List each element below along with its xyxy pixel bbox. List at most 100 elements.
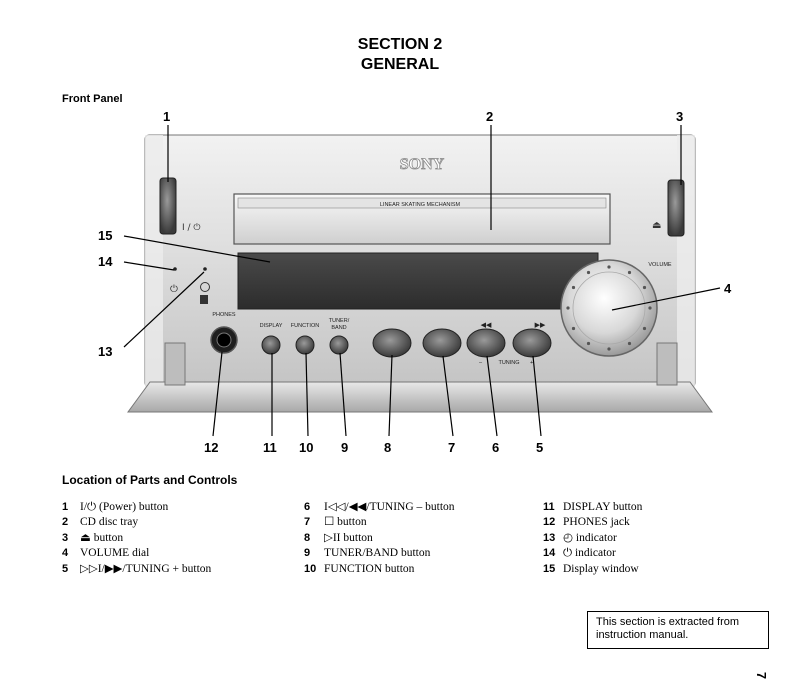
- remote-sensor: [200, 295, 208, 304]
- eject-button[interactable]: [667, 179, 685, 237]
- parts-item-label: I◁◁/◀◀/TUNING – button: [324, 501, 455, 513]
- tuner-band-label-line1: TUNER/: [329, 318, 350, 324]
- callout-4: 4: [724, 281, 732, 296]
- callout-6: 6: [492, 440, 499, 455]
- parts-item-label: ⏏ button: [80, 531, 124, 544]
- timer-indicator-icon: [200, 282, 210, 292]
- callout-13: 13: [98, 344, 112, 359]
- parts-item-label: FUNCTION button: [324, 562, 415, 575]
- callout-12: 12: [204, 440, 218, 455]
- parts-column-1: 1 I/⏻ (Power) button 2 CD disc tray 3 ⏏ but…: [62, 500, 211, 577]
- parts-item-number: 8: [304, 531, 311, 544]
- callout-7: 7: [448, 440, 455, 455]
- parts-item-label: ◴ indicator: [563, 531, 617, 544]
- tuning-plus-label: +: [530, 360, 533, 366]
- eject-label: ⏏: [652, 220, 661, 231]
- callout-1: 1: [163, 109, 170, 124]
- tuner-band-label-line2: BAND: [331, 325, 346, 331]
- parts-item-number: 13: [543, 531, 556, 544]
- function-button-label: FUNCTION: [291, 323, 319, 329]
- timer-indicator-led: [203, 267, 207, 271]
- parts-item: 13 ◴ indicator: [543, 531, 642, 546]
- parts-heading: Location of Parts and Controls: [62, 473, 238, 487]
- parts-item: 3 ⏏ button: [62, 531, 211, 546]
- callout-8: 8: [384, 440, 391, 455]
- parts-item-number: 10: [304, 562, 317, 575]
- parts-item: 2 CD disc tray: [62, 515, 211, 530]
- parts-item-label: ⏻ indicator: [563, 547, 616, 560]
- volume-dial-dot: [648, 306, 652, 310]
- parts-item-number: 1: [62, 501, 69, 513]
- callout-2: 2: [486, 109, 493, 124]
- parts-item: 6 I◁◁/◀◀/TUNING – button: [304, 500, 455, 515]
- parts-column-2: 6 I◁◁/◀◀/TUNING – button 7☐ button 8 ▷II b…: [304, 500, 455, 577]
- tuning-minus-label: –: [479, 360, 483, 366]
- parts-item-label: PHONES jack: [563, 516, 630, 529]
- callout-11: 11: [263, 440, 277, 455]
- function-button[interactable]: [295, 335, 315, 355]
- rewind-tuning-minus-button[interactable]: [466, 328, 506, 358]
- display-window: [237, 252, 599, 310]
- unit-base: [127, 381, 713, 413]
- parts-item: 7☐ button: [304, 515, 455, 530]
- volume-dial-dot: [586, 341, 591, 346]
- parts-item-label: ▷▷I/▶▶/TUNING + button: [80, 562, 212, 575]
- extract-note: This section is extracted from instructi…: [587, 611, 769, 649]
- parts-item-number: 5: [62, 562, 69, 575]
- play-pause-button[interactable]: [372, 328, 412, 358]
- volume-dial[interactable]: [560, 259, 658, 357]
- front-panel-illustration: SONY LINEAR SKATING MECHANISM I / ⏻ ⏏ ⏻ …: [98, 109, 732, 455]
- volume-dial-dot: [571, 285, 576, 290]
- parts-item-label: I/⏻ (Power) button: [80, 501, 169, 513]
- parts-item-number: 3: [62, 531, 69, 544]
- stop-button[interactable]: [422, 328, 462, 358]
- callout-9: 9: [341, 440, 348, 455]
- parts-item-number: 4: [62, 547, 69, 560]
- power-indicator-led: [173, 267, 177, 271]
- power-indicator-icon: ⏻: [170, 284, 178, 295]
- parts-item-number: 14: [543, 547, 556, 560]
- volume-dial-dot: [642, 326, 647, 331]
- parts-item-label: CD disc tray: [80, 516, 139, 529]
- parts-item: 5 ▷▷I/▶▶/TUNING + button: [62, 562, 211, 577]
- right-foot: [656, 342, 678, 386]
- callout-14: 14: [98, 254, 113, 269]
- power-button[interactable]: [159, 177, 177, 235]
- volume-dial-dot: [627, 341, 632, 346]
- parts-item-number: 2: [62, 516, 69, 529]
- callout-3: 3: [676, 109, 683, 124]
- display-button[interactable]: [261, 335, 281, 355]
- parts-item-number: 11: [543, 501, 555, 513]
- forward-tuning-plus-button[interactable]: [512, 328, 552, 358]
- volume-dial-dot: [607, 265, 611, 269]
- volume-dial-dot: [607, 347, 611, 351]
- parts-item-number: 6: [304, 501, 311, 513]
- phones-label: PHONES: [212, 312, 236, 318]
- parts-item: 12 PHONES jack: [543, 515, 642, 530]
- parts-item-number: 12: [543, 516, 556, 529]
- parts-item-label: ☐ button: [324, 516, 367, 529]
- front-panel-heading: Front Panel: [62, 93, 123, 105]
- parts-item-label: ▷II button: [324, 531, 373, 544]
- parts-item: 8 ▷II button: [304, 531, 455, 546]
- callout-10: 10: [299, 440, 313, 455]
- parts-item: 4 VOLUME dial: [62, 546, 211, 561]
- parts-item-label: VOLUME dial: [80, 547, 150, 560]
- parts-item: 14 ⏻ indicator: [543, 546, 642, 561]
- volume-dial-dot: [566, 306, 570, 310]
- parts-item-number: 15: [543, 562, 556, 575]
- volume-label: VOLUME: [648, 262, 672, 268]
- volume-dial-dot: [627, 270, 632, 275]
- parts-item: 10 FUNCTION button: [304, 562, 455, 577]
- sony-logo: SONY: [400, 156, 445, 173]
- forward-symbol: ▶▶: [535, 321, 546, 329]
- tuner-band-button[interactable]: [329, 335, 349, 355]
- left-foot: [164, 342, 186, 386]
- parts-item-label: DISPLAY button: [563, 501, 643, 513]
- tuning-label: TUNING: [498, 360, 519, 366]
- display-button-label: DISPLAY: [260, 323, 283, 329]
- rewind-symbol: ◀◀: [481, 321, 492, 329]
- parts-item: 1 I/⏻ (Power) button: [62, 500, 211, 515]
